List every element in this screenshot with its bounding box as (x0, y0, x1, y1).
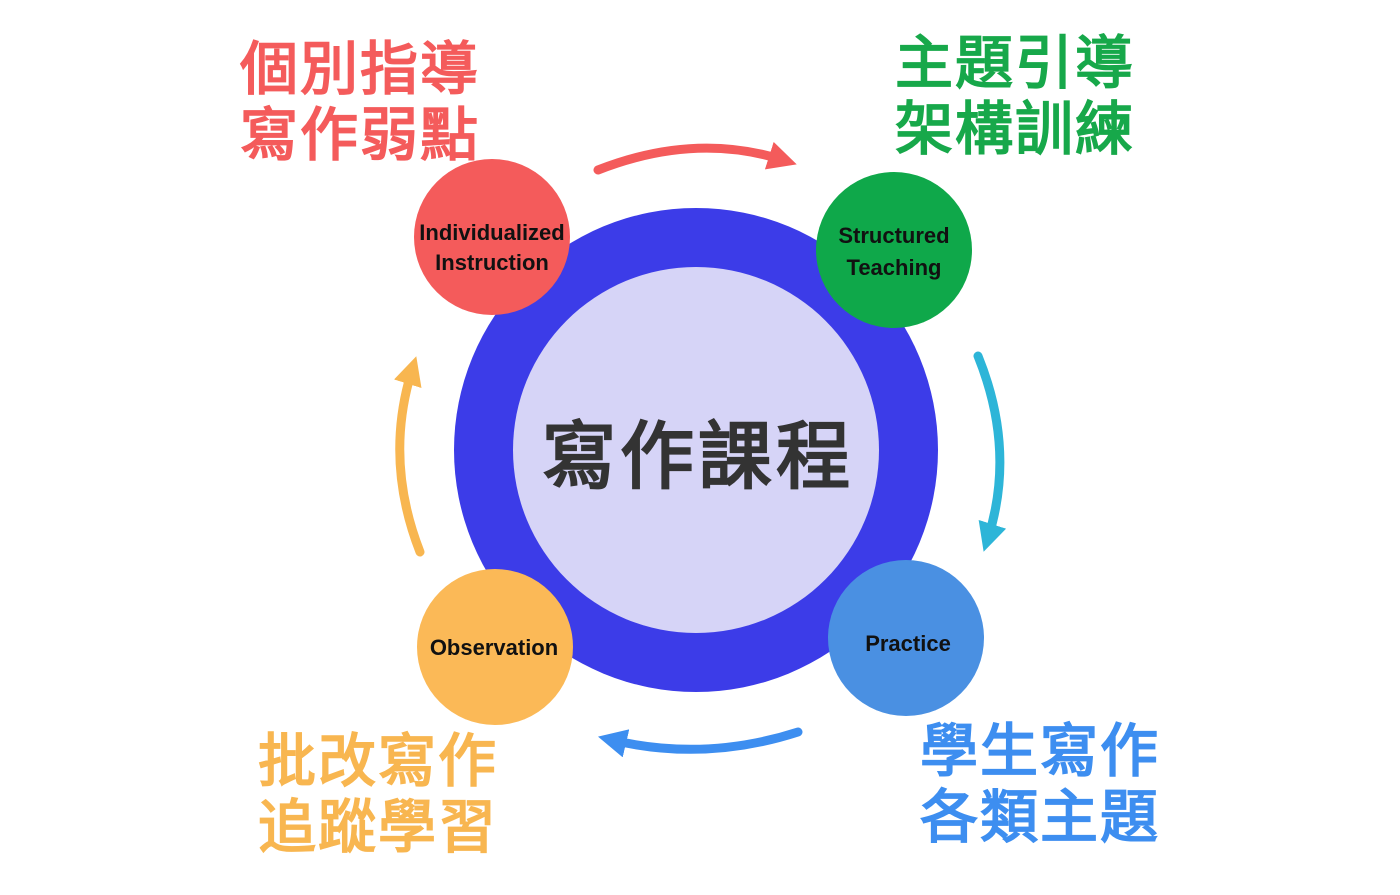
node-individualized-instruction: Individualized Instruction (414, 159, 570, 315)
arrow-top (593, 141, 797, 175)
node-label-line1: Structured (838, 223, 949, 248)
arrow-left (393, 356, 425, 557)
caption-line: 批改寫作 (258, 727, 499, 795)
caption-line: 寫作弱點 (240, 101, 481, 169)
caption-top-right: 主題引導 架構訓練 (895, 30, 1135, 162)
node-circle (816, 172, 972, 328)
caption-bottom-left: 批改寫作 追蹤學習 (258, 728, 498, 860)
center-title: 寫作課程 (542, 414, 854, 500)
caption-line: 架構訓練 (895, 95, 1136, 163)
node-label-line1: Observation (430, 635, 558, 660)
arrow-right (973, 351, 1007, 552)
node-label-line2: Instruction (435, 250, 549, 275)
caption-line: 主題引導 (895, 29, 1136, 97)
node-circle (828, 560, 984, 716)
inner-circle (513, 267, 879, 633)
caption-line: 追蹤學習 (258, 793, 499, 861)
node-structured-teaching: Structured Teaching (816, 172, 972, 328)
caption-line: 各類主題 (920, 783, 1161, 851)
caption-bottom-right: 學生寫作 各類主題 (920, 718, 1160, 850)
node-label-line1: Practice (865, 631, 951, 656)
node-practice: Practice (828, 560, 984, 716)
node-circle (414, 159, 570, 315)
node-label-line1: Individualized (419, 220, 564, 245)
caption-top-left: 個別指導 寫作弱點 (240, 36, 480, 168)
caption-line: 個別指導 (240, 35, 481, 103)
arrow-bottom (597, 727, 803, 758)
caption-line: 學生寫作 (920, 717, 1161, 785)
node-label-line2: Teaching (847, 255, 942, 280)
node-observation: Observation (417, 569, 573, 725)
node-circle (417, 569, 573, 725)
